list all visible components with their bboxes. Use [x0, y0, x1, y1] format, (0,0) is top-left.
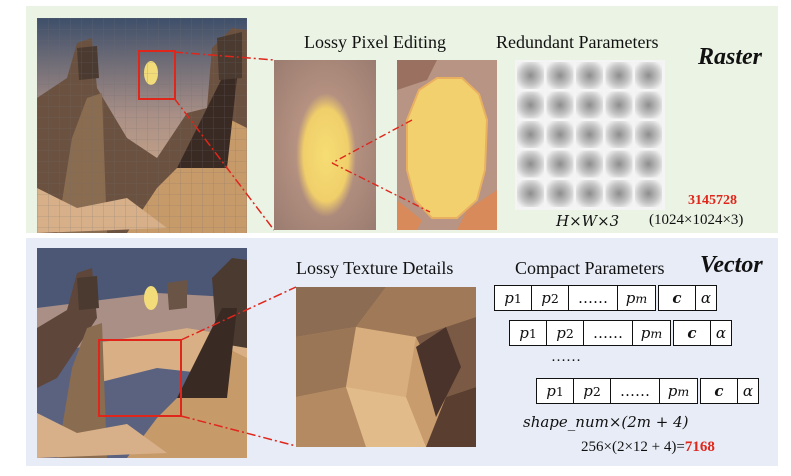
vector-image [37, 248, 247, 458]
parameter-cell [635, 121, 662, 148]
parameter-cell [576, 180, 603, 207]
raster-image [37, 18, 247, 233]
parameter-cell [576, 150, 603, 178]
param-dots: …… [610, 378, 660, 404]
param-color: c [673, 320, 711, 346]
vector-count-value: 7168 [684, 439, 715, 455]
parameter-cell [635, 180, 662, 207]
parameter-cell [605, 180, 633, 207]
parameter-cell [546, 150, 574, 178]
vector-tag: Vector [700, 252, 763, 278]
raster-zoom-edited [397, 60, 497, 230]
vector-calc: 256×(2×12 + 4)= [581, 439, 685, 455]
param-alpha: α [695, 285, 717, 311]
param-alpha: α [737, 378, 759, 404]
vector-param-count: 256×(2×12 + 4)=7168 [581, 439, 715, 456]
parameter-cell [517, 150, 544, 178]
vector-zoom [296, 287, 476, 447]
redundant-parameter-grid [515, 60, 665, 210]
param-alpha: α [710, 320, 732, 346]
parameter-cell [605, 91, 633, 119]
raster-param-count: 3145728 [688, 193, 737, 208]
parameter-cell [635, 62, 662, 89]
parameter-cell [635, 91, 662, 119]
raster-zoom-original [274, 60, 376, 230]
rows-ellipsis: …… [551, 349, 581, 365]
vector-formula: shape_num×(2m + 4) [523, 413, 689, 431]
param-dots: …… [583, 320, 633, 346]
param-color: c [658, 285, 696, 311]
param-dots: …… [568, 285, 618, 311]
param-color: c [700, 378, 738, 404]
parameter-cell [576, 62, 603, 89]
compact-parameters-label: Compact Parameters [515, 258, 665, 278]
parameter-cell [517, 121, 544, 148]
parameter-cell [546, 121, 574, 148]
parameter-cell [546, 180, 574, 207]
parameter-cell [517, 91, 544, 119]
parameter-cell [517, 180, 544, 207]
parameter-cell [635, 150, 662, 178]
lossy-texture-details-label: Lossy Texture Details [296, 258, 454, 278]
parameter-cell [517, 62, 544, 89]
parameter-cell [605, 150, 633, 178]
parameter-cell [546, 91, 574, 119]
raster-formula: H×W×3 [556, 212, 620, 230]
parameter-cell [605, 62, 633, 89]
lossy-pixel-editing-label: Lossy Pixel Editing [304, 32, 447, 52]
parameter-cell [546, 62, 574, 89]
parameter-cell [605, 121, 633, 148]
raster-param-count-detail: (1024×1024×3) [649, 212, 744, 228]
raster-tag: Raster [698, 44, 763, 70]
parameter-cell [576, 121, 603, 148]
parameter-cell [576, 91, 603, 119]
redundant-parameters-label: Redundant Parameters [496, 32, 659, 52]
